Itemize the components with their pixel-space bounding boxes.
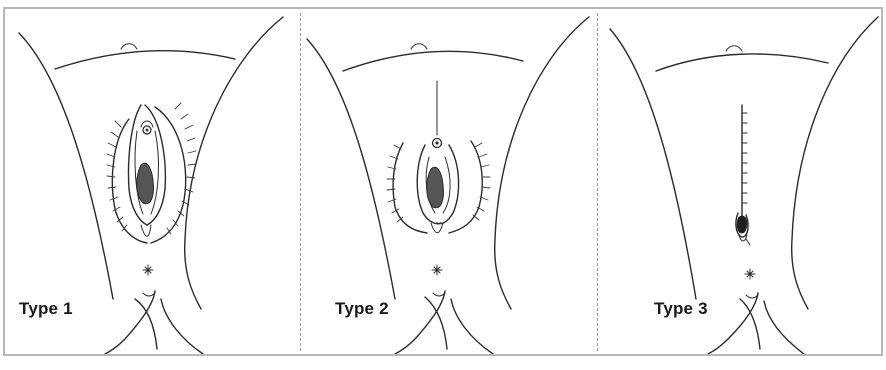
- panel-type-3: Type 3: [600, 9, 881, 354]
- type-3-caption: Type 3: [654, 299, 708, 319]
- figure-frame: Type 1: [3, 7, 883, 356]
- type-2-caption: Type 2: [335, 299, 389, 319]
- type-1-caption: Type 1: [19, 299, 73, 319]
- panel-type-1: Type 1: [5, 9, 297, 354]
- illustration-type-3: [600, 9, 881, 354]
- panel-divider-2: [597, 13, 598, 351]
- panel-type-2: Type 2: [303, 9, 595, 354]
- panel-divider-1: [300, 13, 301, 351]
